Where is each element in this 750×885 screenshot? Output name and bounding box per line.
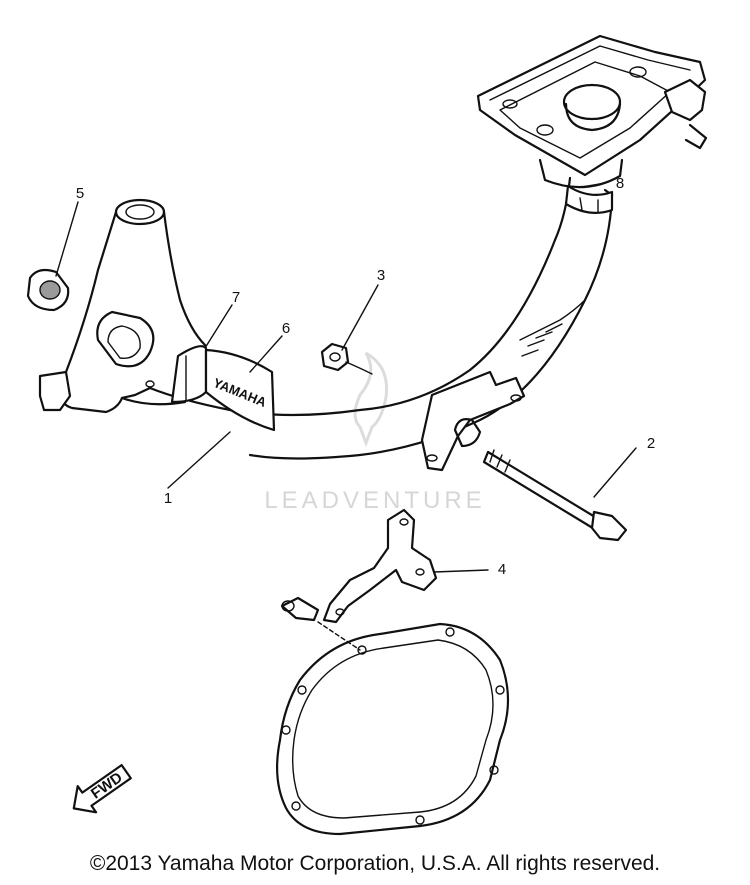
steering-head <box>476 34 708 189</box>
leadventure-watermark: LEADVENTURE <box>264 351 485 514</box>
watermark-text: LEADVENTURE <box>264 487 485 514</box>
assembly-guide-line <box>317 621 361 651</box>
callout-numbers: 1 2 3 4 5 6 7 8 <box>76 175 655 578</box>
frame-backbone <box>228 176 614 460</box>
copyright-notice: ©2013 Yamaha Motor Corporation, U.S.A. A… <box>89 852 661 875</box>
engine-mount-bracket <box>420 370 526 472</box>
nut-part-3 <box>320 342 373 375</box>
frame-decal-6: YAMAHA <box>204 348 276 432</box>
callout-4: 4 <box>498 561 506 578</box>
callout-3: 3 <box>377 267 385 284</box>
grommet-part-5 <box>26 268 70 312</box>
callout-5: 5 <box>76 185 84 202</box>
callout-2: 2 <box>647 435 655 452</box>
clamp-band-8 <box>564 184 614 215</box>
callout-8: 8 <box>616 175 624 192</box>
callout-7: 7 <box>232 289 240 306</box>
engine-cover-gasket <box>276 622 510 836</box>
callout-6: 6 <box>282 320 290 337</box>
callout-leaders <box>55 183 637 573</box>
bracket-part-4 <box>322 508 438 624</box>
callout-1: 1 <box>164 490 172 507</box>
bolt-part-2 <box>482 449 628 542</box>
frame-front-tube <box>38 198 232 414</box>
fwd-arrow: FWD <box>72 763 132 814</box>
small-bolt <box>280 596 320 622</box>
frame-joint-collar-7 <box>170 345 208 404</box>
